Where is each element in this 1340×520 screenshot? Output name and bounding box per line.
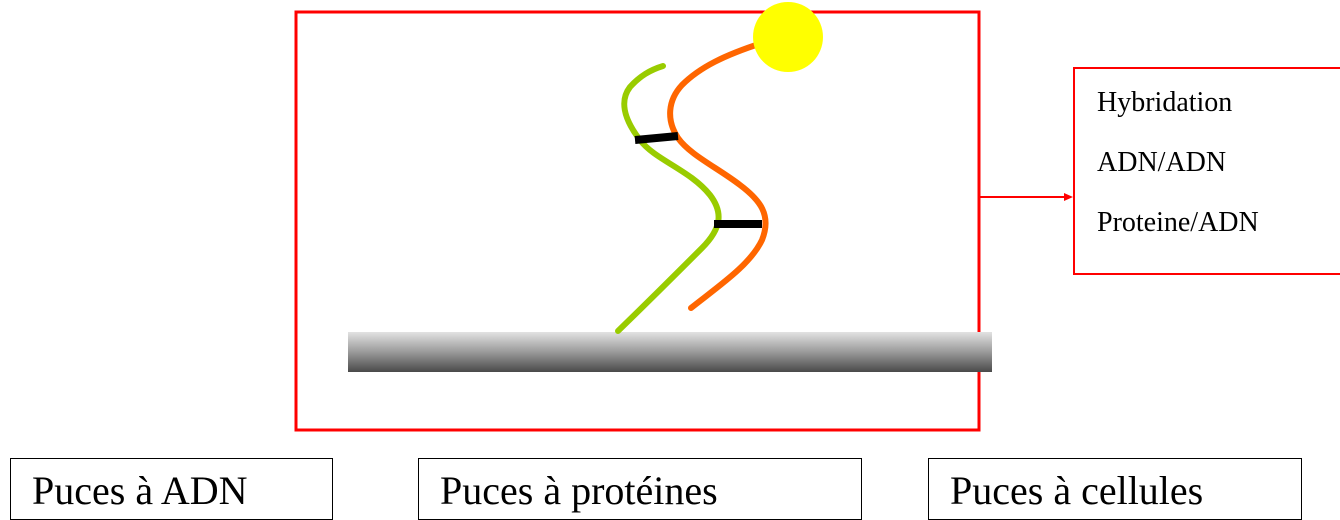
chip-label-proteines: Puces à protéines xyxy=(418,458,862,520)
substrate-slide xyxy=(348,332,992,372)
yellow-label-sphere xyxy=(753,2,823,72)
chip-label-adn: Puces à ADN xyxy=(10,458,333,520)
hybridization-bond xyxy=(634,132,679,144)
orange-target-strand xyxy=(667,40,769,311)
hybridization-frame xyxy=(294,10,981,432)
hybridation-info-box: Hybridation ADN/ADN Proteine/ADN xyxy=(1073,67,1340,275)
info-line-hybridation: Hybridation xyxy=(1097,87,1233,118)
info-line-proteine-adn: Proteine/ADN xyxy=(1097,207,1259,238)
chip-label-cellules: Puces à cellules xyxy=(928,458,1302,520)
info-line-adn-adn: ADN/ADN xyxy=(1097,147,1227,178)
connector-arrowhead xyxy=(1064,193,1073,201)
green-probe-strand xyxy=(615,63,722,334)
